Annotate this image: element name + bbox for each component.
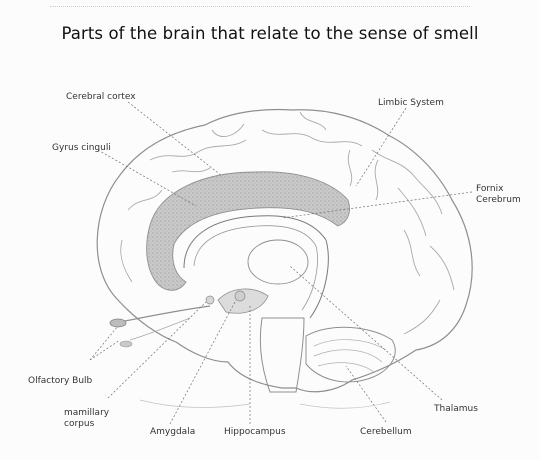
label-corpus: corpus <box>64 419 109 430</box>
cerebellum-folia <box>314 340 386 372</box>
label-fornix-cerebrum: Fornix Cerebrum <box>476 184 521 206</box>
thalamus-shape <box>248 240 308 284</box>
olfactory-tract-lower <box>130 318 190 340</box>
label-fornix: Fornix <box>476 184 521 195</box>
label-cerebellum: Cerebellum <box>360 427 412 438</box>
leader-lines <box>90 102 472 424</box>
cerebellum-shape <box>306 327 395 382</box>
label-gyrus-cinguli: Gyrus cinguli <box>52 143 111 154</box>
label-limbic-system: Limbic System <box>378 98 444 109</box>
gyrus-cinguli-shape <box>147 172 350 290</box>
label-olfactory-bulb: Olfactory Bulb <box>28 376 92 387</box>
olfactory-blob <box>120 341 132 347</box>
label-hippocampus: Hippocampus <box>224 427 286 438</box>
base-strokes <box>140 400 390 408</box>
label-mamillary-corpus: mamillary corpus <box>64 408 109 430</box>
olfactory-bulb-shape <box>110 319 126 327</box>
label-amygdala: Amygdala <box>150 427 195 438</box>
label-thalamus: Thalamus <box>434 404 478 415</box>
label-cerebral-cortex: Cerebral cortex <box>66 92 136 103</box>
label-cerebrum: Cerebrum <box>476 195 521 206</box>
mamillary-shape <box>206 296 214 304</box>
amygdala-shape <box>235 291 245 301</box>
label-mamillary: mamillary <box>64 408 109 419</box>
olfactory-tract <box>120 306 210 322</box>
brainstem-shape <box>260 318 304 392</box>
